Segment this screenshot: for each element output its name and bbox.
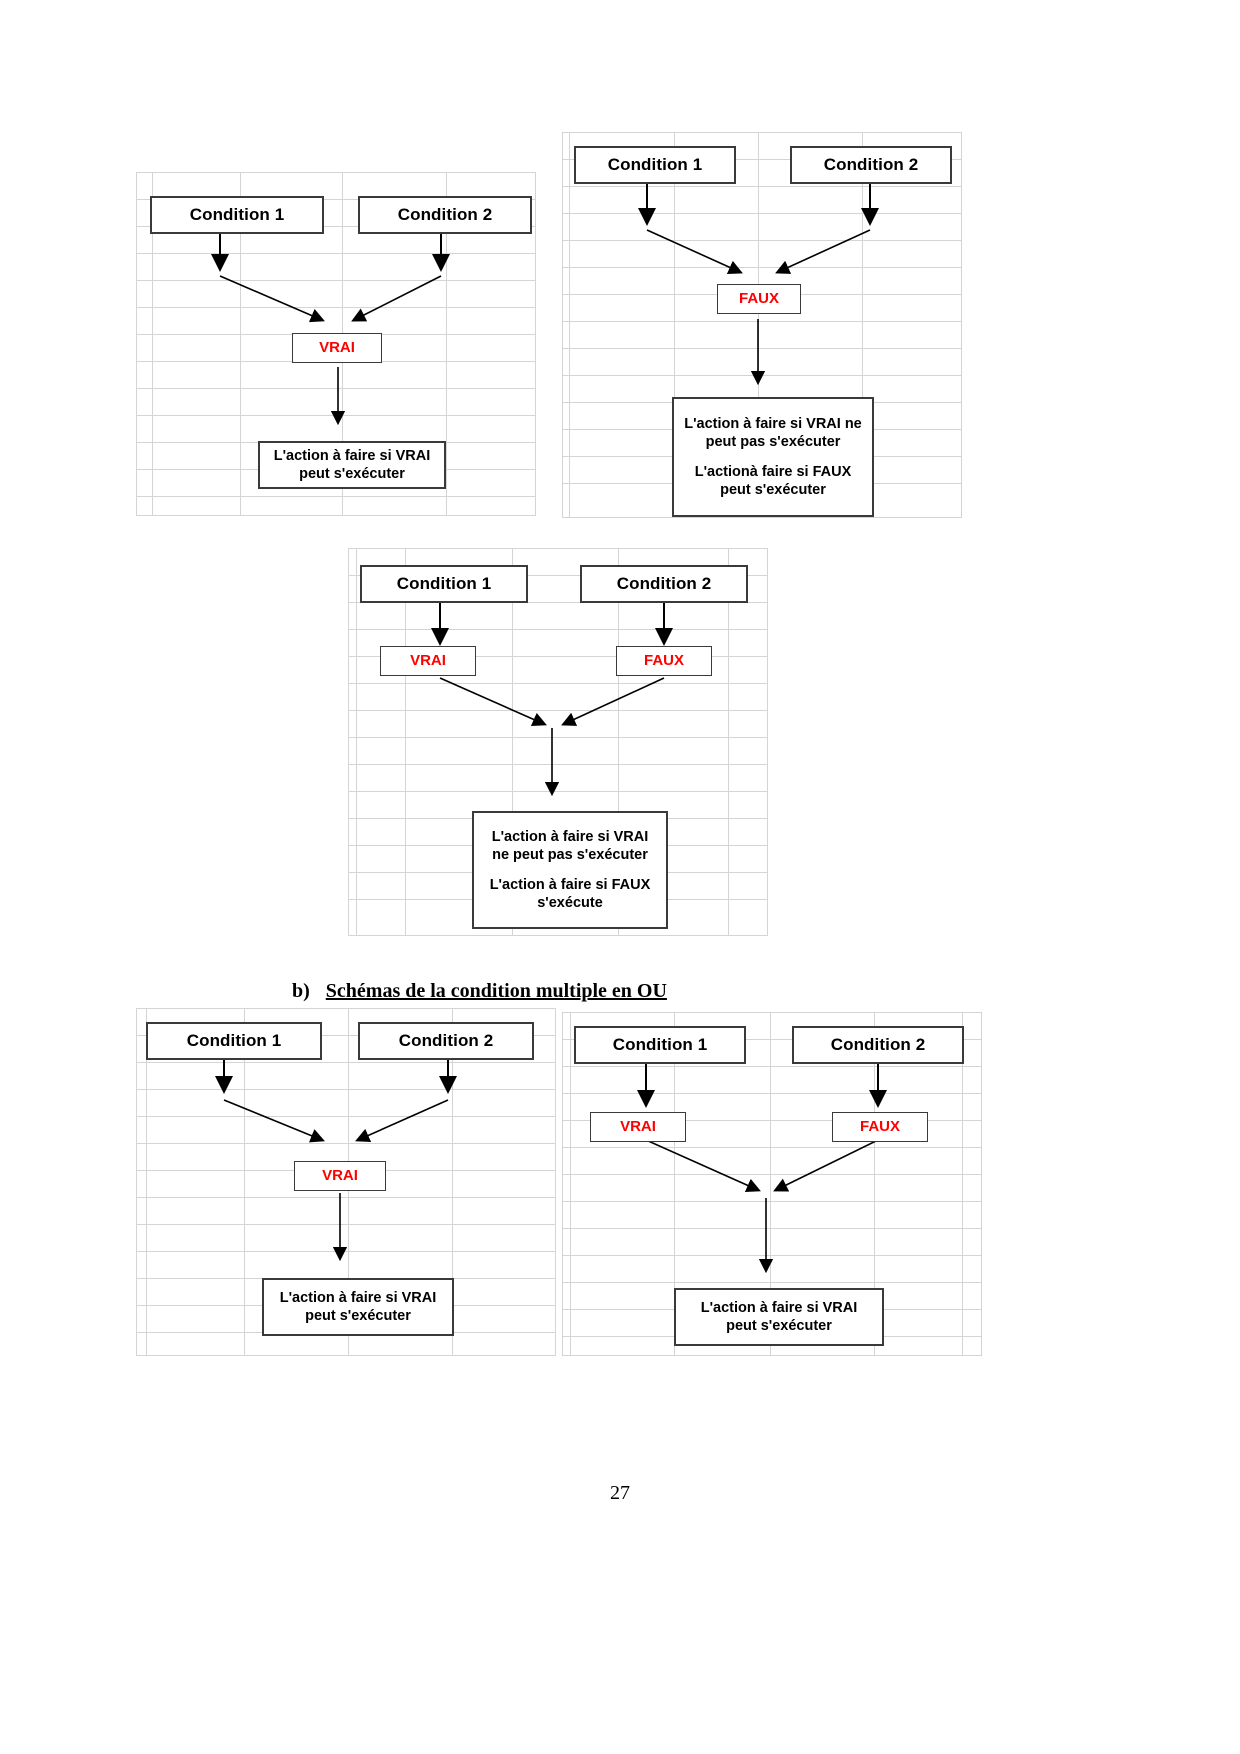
action-line-2: peut s'exécuter bbox=[726, 1318, 832, 1334]
node-result-vrai: VRAI bbox=[292, 333, 382, 363]
node-condition-2: Condition 2 bbox=[358, 1022, 534, 1060]
node-action: L'action à faire si VRAI peut s'exécuter bbox=[262, 1278, 454, 1336]
node-condition-1: Condition 1 bbox=[574, 1026, 746, 1064]
node-condition-1: Condition 1 bbox=[574, 146, 736, 184]
node-condition-1: Condition 1 bbox=[146, 1022, 322, 1060]
action-line-1: L'action à faire si VRAI bbox=[273, 447, 431, 464]
node-condition-1: Condition 1 bbox=[150, 196, 324, 234]
action-line-1: L'action à faire si VRAI bbox=[279, 1289, 437, 1306]
action-line-1: L'action à faire si VRAI ne bbox=[684, 415, 862, 432]
action-line-4: s'exécute bbox=[537, 895, 603, 912]
node-condition-2: Condition 2 bbox=[358, 196, 532, 234]
node-condition-2: Condition 2 bbox=[790, 146, 952, 184]
action-line-4: peut s'exécuter bbox=[720, 482, 826, 499]
diagram-et-faux: Condition 1 Condition 2 FAUX L'action à … bbox=[562, 132, 962, 518]
node-action: L'action à faire si VRAI ne peut pas s'e… bbox=[672, 397, 874, 517]
heading-text: Schémas de la condition multiple en OU bbox=[325, 980, 667, 1002]
action-line-1: L'action à faire si VRAI bbox=[700, 1299, 858, 1316]
node-result-vrai: VRAI bbox=[590, 1112, 686, 1142]
node-condition-2: Condition 2 bbox=[792, 1026, 964, 1064]
node-result-faux: FAUX bbox=[832, 1112, 928, 1142]
diagram-et-mixte: Condition 1 Condition 2 VRAI FAUX L'acti… bbox=[348, 548, 768, 936]
node-result-vrai: VRAI bbox=[380, 646, 476, 676]
node-action: L'action à faire si VRAI peut s'exécuter bbox=[674, 1288, 884, 1346]
node-condition-2: Condition 2 bbox=[580, 565, 748, 603]
heading-label: b) bbox=[292, 980, 310, 1002]
action-line-2: ne peut pas s'exécuter bbox=[492, 846, 648, 863]
page-number: 27 bbox=[610, 1482, 630, 1504]
action-line-2: peut pas s'exécuter bbox=[705, 433, 841, 450]
action-line-3: L'action à faire si FAUX bbox=[489, 877, 651, 893]
action-line-3: L'actionà faire si FAUX bbox=[694, 464, 852, 480]
node-condition-1: Condition 1 bbox=[360, 565, 528, 603]
section-heading: b) Schémas de la condition multiple en OU bbox=[292, 980, 667, 1003]
diagram-ou-vrai: Condition 1 Condition 2 VRAI L'action à … bbox=[136, 1008, 556, 1356]
action-line-1: L'action à faire si VRAI bbox=[491, 828, 649, 845]
diagram-et-vrai: Condition 1 Condition 2 VRAI L'action à … bbox=[136, 172, 536, 516]
node-result-vrai: VRAI bbox=[294, 1161, 386, 1191]
node-result-faux: FAUX bbox=[616, 646, 712, 676]
node-action: L'action à faire si VRAI peut s'exécuter bbox=[258, 441, 446, 489]
node-action: L'action à faire si VRAI ne peut pas s'e… bbox=[472, 811, 668, 929]
diagram-ou-mixte: Condition 1 Condition 2 VRAI FAUX L'acti… bbox=[562, 1012, 982, 1356]
action-line-2: peut s'exécuter bbox=[305, 1308, 411, 1324]
action-line-2: peut s'exécuter bbox=[299, 466, 405, 482]
node-result-faux: FAUX bbox=[717, 284, 801, 314]
